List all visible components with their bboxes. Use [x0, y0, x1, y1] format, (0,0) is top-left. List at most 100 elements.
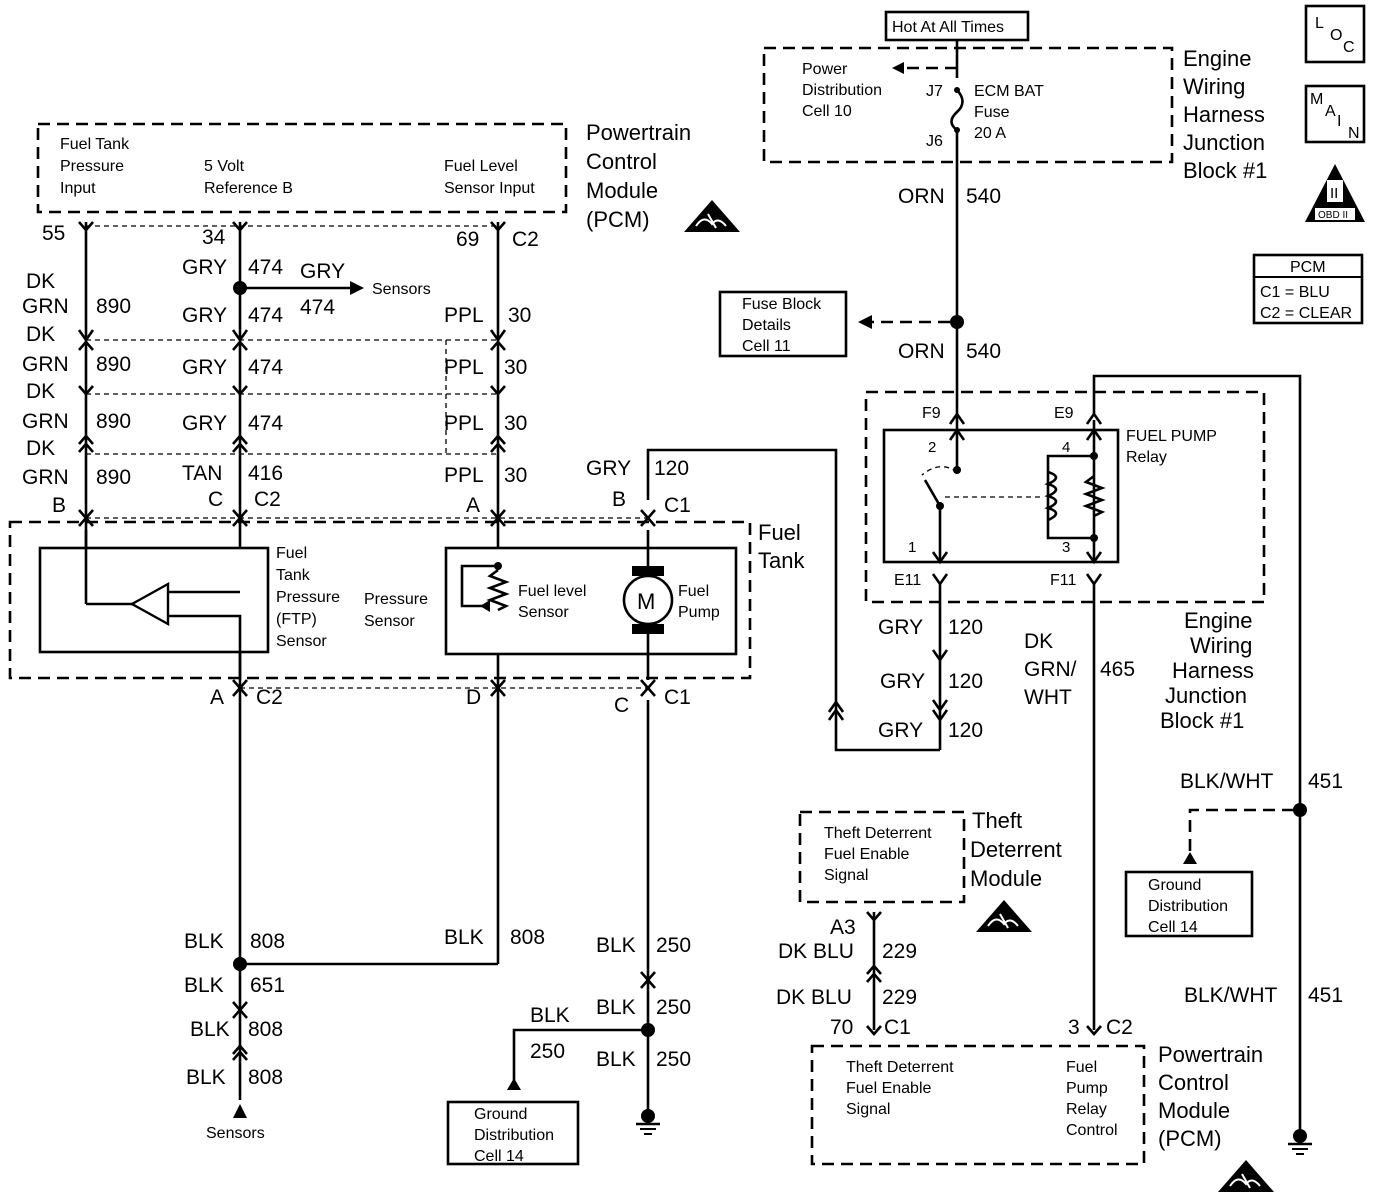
diagram-label: E11 [894, 572, 921, 589]
diagram-label: Theft [972, 808, 1022, 833]
diagram-label: 808 [248, 1018, 283, 1041]
diagram-label: 120 [948, 719, 983, 742]
diagram-label: 5 Volt [204, 158, 245, 175]
diagram-label: C2 = CLEAR [1260, 305, 1352, 322]
diagram-label: 890 [96, 410, 131, 433]
diagram-label: Wiring [1183, 74, 1245, 99]
diagram-label: Sensor [518, 604, 569, 621]
diagram-label: DK [1024, 630, 1053, 653]
diagram-label: B [612, 488, 626, 511]
ground-distribution-reference-right[interactable]: Ground Distribution Cell 14 [1124, 870, 1254, 938]
diagram-label: Fuel Enable [846, 1080, 931, 1097]
diagram-label: PPL [444, 412, 484, 435]
diagram-label: Sensor [364, 613, 415, 630]
main-icon[interactable]: M A I N [1304, 84, 1366, 144]
diagram-label: Hot At All Times [892, 19, 1004, 36]
diagram-label: GRY [300, 260, 345, 283]
diagram-label: Engine [1183, 46, 1252, 71]
diagram-label: 4 [1062, 439, 1070, 456]
diagram-label: 30 [504, 464, 527, 487]
loc-icon[interactable]: L O C [1304, 4, 1366, 64]
diagram-label: A3 [830, 916, 856, 939]
diagram-label: GRY [878, 719, 923, 742]
diagram-label: 250 [656, 1048, 691, 1071]
diagram-label: 451 [1308, 770, 1343, 793]
diagram-label: GRN [22, 466, 69, 489]
diagram-label: Pressure [60, 158, 124, 175]
fuel-tank-pressure-sensor: Fuel Tank Pressure (FTP) Sensor Pressure… [38, 530, 428, 680]
diagram-label: 250 [656, 996, 691, 1019]
esd-warning-icon [683, 199, 741, 233]
diagram-label: 474 [300, 296, 335, 319]
diagram-label: C2 [512, 228, 539, 251]
diagram-label: Ground [474, 1106, 527, 1123]
diagram-label: J6 [926, 133, 943, 150]
diagram-label: BLK [190, 1018, 230, 1041]
diagram-label: 250 [530, 1040, 565, 1063]
diagram-label: DK [26, 323, 55, 346]
diagram-label: Tank [758, 548, 805, 573]
fuel-level-sensor-and-pump-module: Fuel level Sensor M Fuel Pump [444, 530, 738, 680]
ground-distribution-reference-left[interactable]: Ground Distribution Cell 14 [446, 1100, 580, 1166]
diagram-label: Fuel Enable [824, 846, 909, 863]
diagram-label: (FTP) [276, 611, 317, 628]
theft-deterrent-module: Theft Deterrent Fuel Enable Signal Theft… [798, 808, 1062, 904]
diagram-label: Fuel Tank [60, 136, 130, 153]
diagram-label: I [1337, 113, 1341, 130]
diagram-label: BLK [186, 1066, 226, 1089]
diagram-label: Reference B [204, 180, 293, 197]
diagram-label: Fuel [1066, 1059, 1097, 1076]
diagram-label: GRY [182, 304, 227, 327]
diagram-label: Sensor Input [444, 180, 535, 197]
diagram-label: 808 [510, 926, 545, 949]
fuse-block-details-reference[interactable]: Fuse Block Details Cell 11 [718, 290, 848, 358]
diagram-label: 3 [1068, 1016, 1080, 1039]
diagram-label: Module [970, 866, 1042, 891]
diagram-label: BLK [596, 1048, 636, 1071]
diagram-label: (PCM) [1158, 1126, 1222, 1151]
diagram-label: Theft Deterrent [846, 1059, 954, 1076]
diagram-label: J7 [926, 83, 943, 100]
diagram-label: 229 [882, 986, 917, 1009]
obd-ii-icon[interactable]: II OBD II [1305, 164, 1365, 222]
diagram-label: GRY [586, 457, 631, 480]
diagram-label: 30 [504, 356, 527, 379]
diagram-label: GRY [182, 412, 227, 435]
ground-symbol-right [1288, 1129, 1312, 1155]
diagram-label: Fuel [758, 520, 801, 545]
diagram-label: C2 [256, 686, 283, 709]
diagram-label: 70 [830, 1016, 853, 1039]
diagram-label: 20 A [974, 125, 1006, 142]
diagram-label: 120 [948, 616, 983, 639]
diagram-label: DK [26, 270, 55, 293]
diagram-label: 1 [908, 539, 916, 556]
diagram-label: OBD II [1318, 210, 1348, 221]
diagram-label: FUEL PUMP [1126, 428, 1217, 445]
diagram-label: Control [1158, 1070, 1229, 1095]
diagram-label: Theft Deterrent [824, 825, 932, 842]
diagram-label: 451 [1308, 984, 1343, 1007]
diagram-label: Ground [1148, 877, 1201, 894]
hot-at-all-times-label: Hot At All Times [884, 10, 1030, 42]
diagram-label: (PCM) [586, 207, 650, 232]
diagram-label: Cell 14 [1148, 919, 1198, 936]
diagram-label: Deterrent [970, 837, 1062, 862]
diagram-label: Relay [1126, 449, 1167, 466]
diagram-label: 2 [928, 439, 936, 456]
diagram-label: 890 [96, 466, 131, 489]
diagram-label: GRN [22, 410, 69, 433]
fuel-tank: Fuel Tank [8, 520, 805, 680]
diagram-label: DK BLU [776, 986, 852, 1009]
diagram-label: Fuel level [518, 583, 586, 600]
diagram-label: GRN/ [1024, 658, 1077, 681]
diagram-label: Sensor [276, 633, 327, 650]
diagram-label: 30 [504, 412, 527, 435]
fuel-pump-relay: FUEL PUMP Relay 2 4 1 3 [882, 420, 1217, 564]
diagram-label: N [1348, 125, 1360, 142]
diagram-label: 474 [248, 412, 283, 435]
ground-symbol-left [636, 1109, 660, 1135]
diagram-label: Signal [824, 867, 868, 884]
diagram-label: C2 [1106, 1016, 1133, 1039]
diagram-label: Distribution [1148, 898, 1228, 915]
